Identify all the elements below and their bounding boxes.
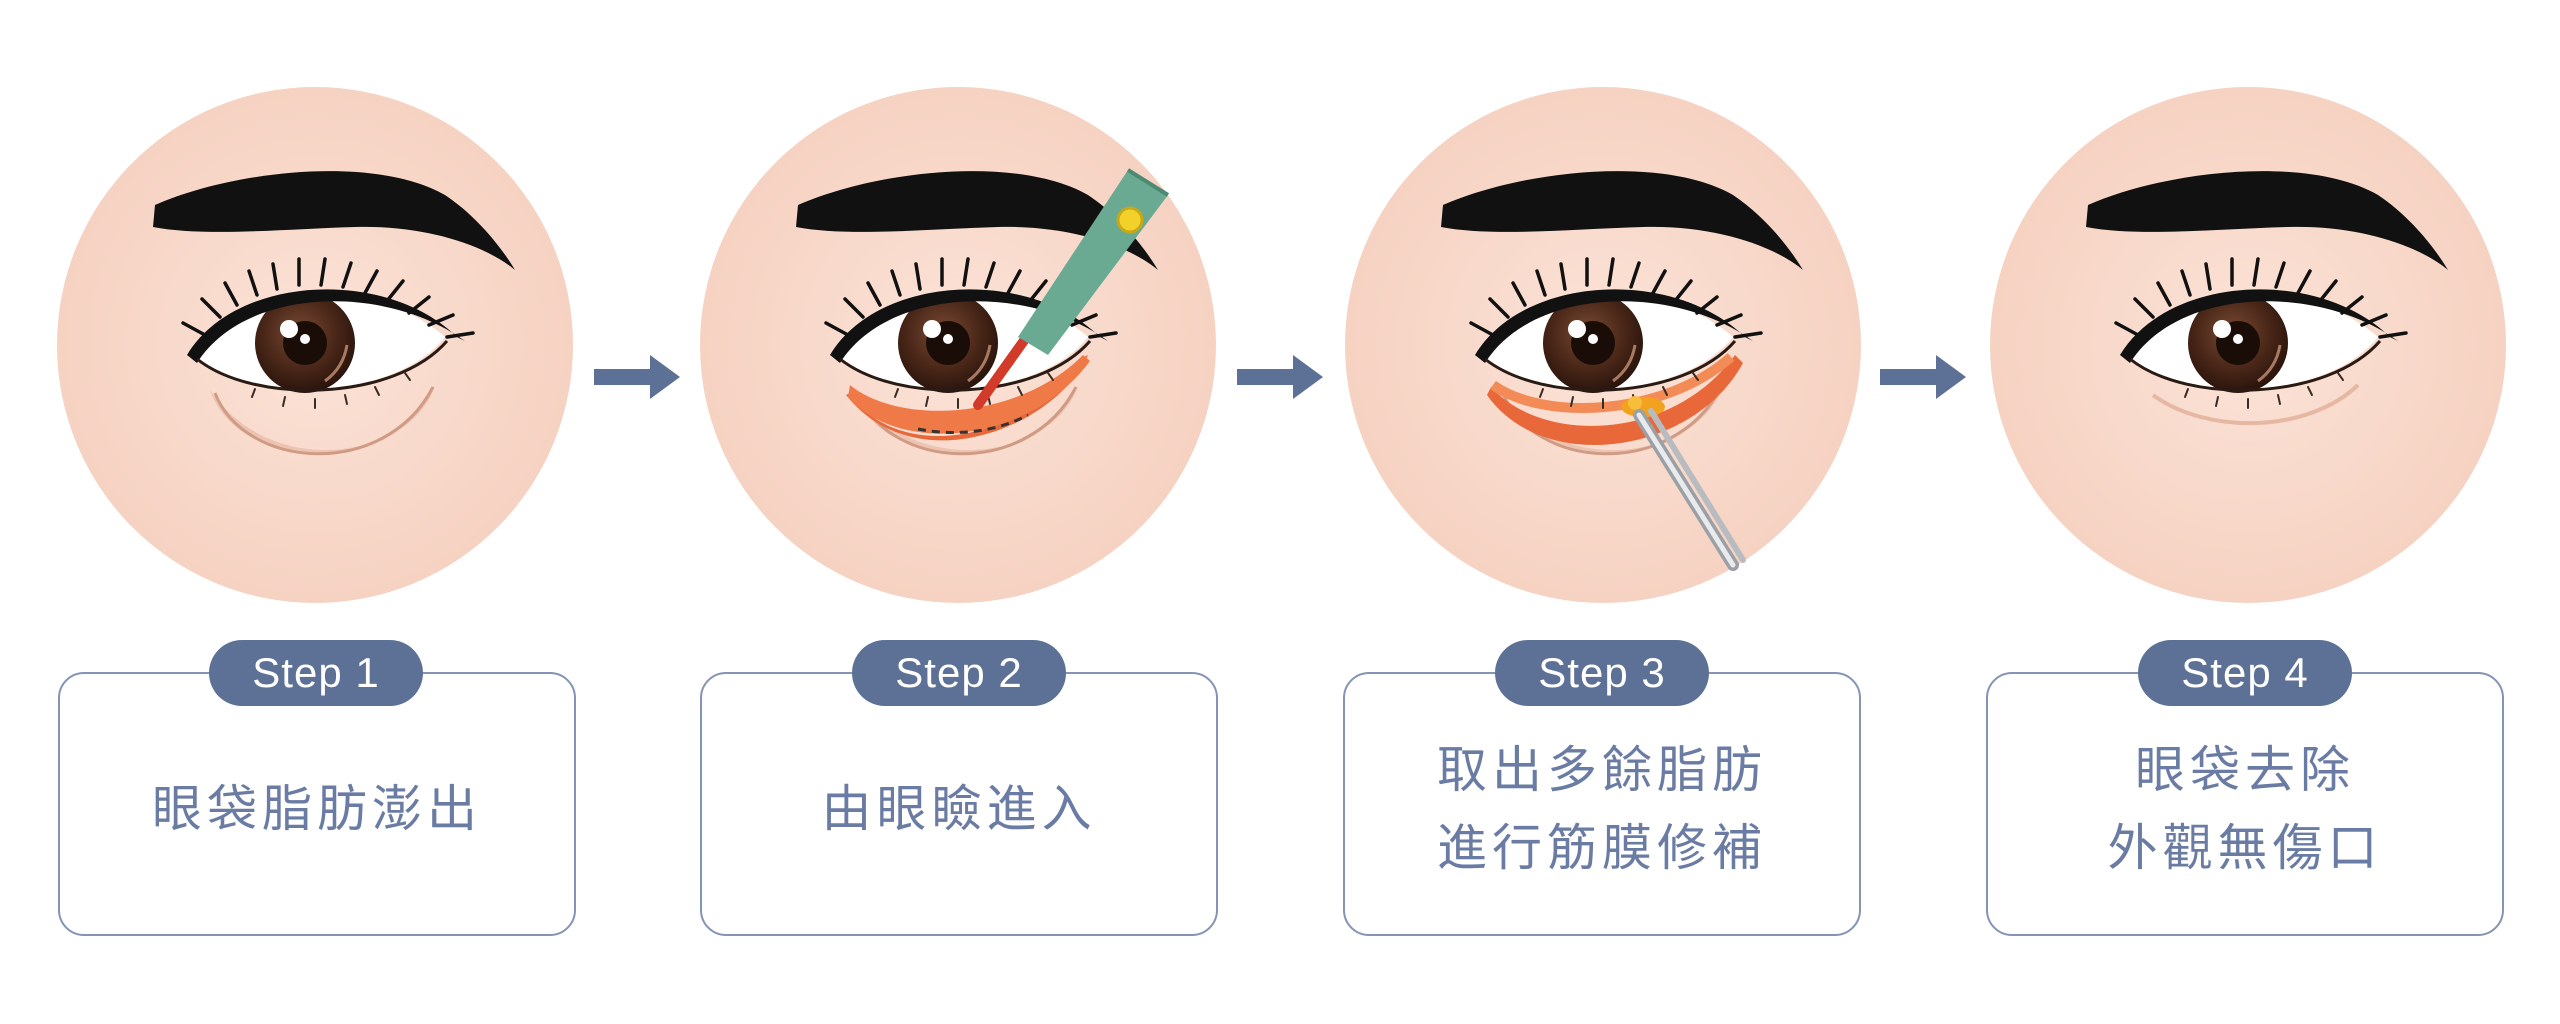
arrow-right-icon	[594, 355, 680, 399]
step3-eye-illustration	[1345, 87, 1861, 603]
step4-card: 眼袋去除 外觀無傷口	[1986, 672, 2504, 936]
forceps-tool-icon	[973, 168, 1170, 410]
step1-eye-illustration	[57, 87, 573, 603]
step3-badge: Step 3	[1495, 640, 1709, 706]
step1-card: 眼袋脂肪澎出	[58, 672, 576, 936]
step2-badge: Step 2	[852, 640, 1066, 706]
step2-card: 由眼瞼進入	[700, 672, 1218, 936]
step4-description: 眼袋去除 外觀無傷口	[2107, 741, 2383, 877]
forceps-tool-icon	[1633, 408, 1746, 571]
arrow-right-icon	[1237, 355, 1323, 399]
step1-description: 眼袋脂肪澎出	[152, 780, 482, 838]
step4-badge: Step 4	[2138, 640, 2352, 706]
arrow-right-icon	[1880, 355, 1966, 399]
step1-badge: Step 1	[209, 640, 423, 706]
step2-eye-illustration	[700, 87, 1216, 603]
step4-eye-illustration	[1990, 87, 2506, 603]
step3-card: 取出多餘脂肪 進行筋膜修補	[1343, 672, 1861, 936]
step2-description: 由眼瞼進入	[821, 780, 1097, 838]
step3-description: 取出多餘脂肪 進行筋膜修補	[1437, 741, 1767, 877]
